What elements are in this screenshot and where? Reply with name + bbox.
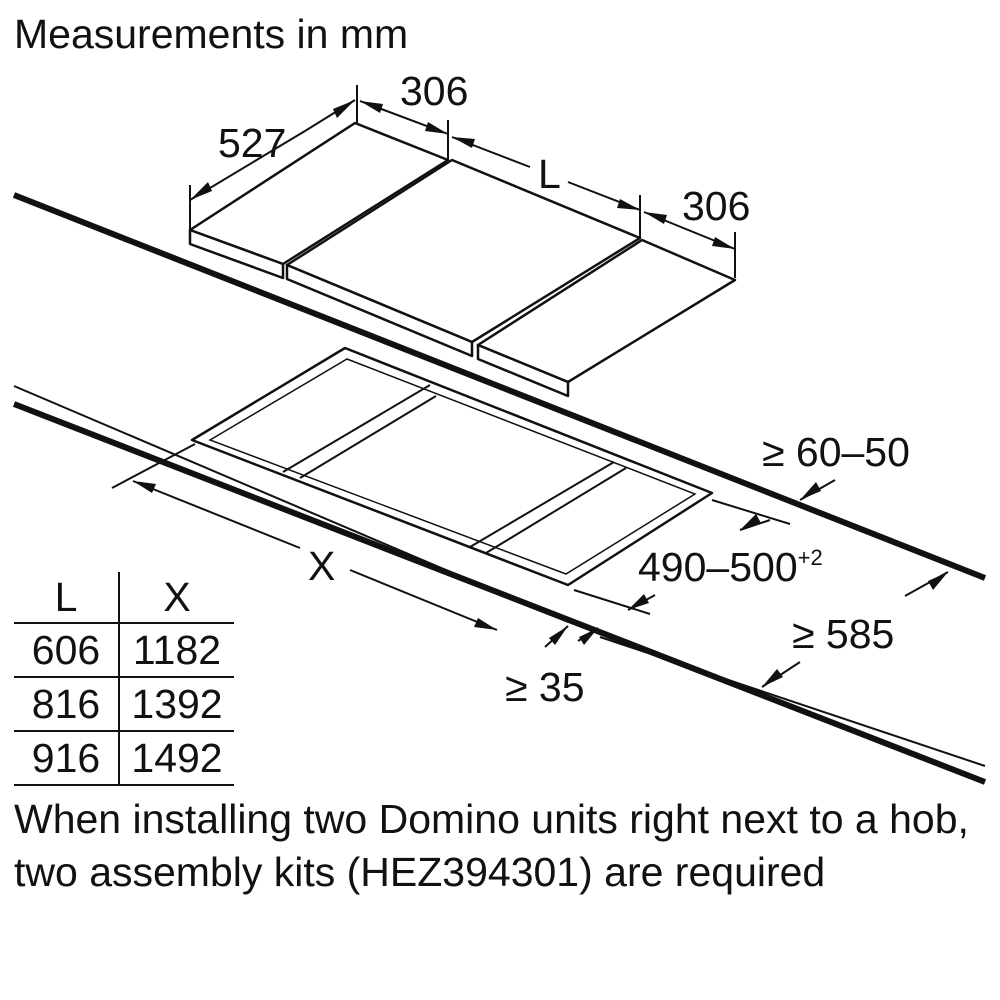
table-header-row: L X bbox=[14, 572, 234, 623]
size-table: L X 606 1182 816 1392 916 1492 bbox=[14, 572, 234, 786]
table-cell-l: 916 bbox=[14, 730, 120, 786]
table-header-x: X bbox=[163, 574, 191, 620]
dim-counter-depth-line bbox=[761, 571, 949, 688]
table-row: 606 1182 bbox=[14, 622, 234, 677]
worktop-front-edge-inner-right bbox=[599, 636, 986, 767]
table-row: 816 1392 bbox=[14, 676, 234, 731]
dim-clearance-arrow bbox=[799, 479, 836, 501]
dim-cutout-depth-value: 490–500 bbox=[638, 544, 798, 590]
dim-cutout-depth-line bbox=[573, 499, 791, 615]
dim-depth-line bbox=[189, 99, 356, 232]
table-cell-x: 1392 bbox=[119, 676, 234, 731]
dim-left-width-label: 306 bbox=[400, 68, 468, 114]
worktop-front-edge-inner bbox=[13, 385, 569, 623]
dim-edge-distance-arrows bbox=[544, 625, 599, 648]
dim-depth-label: 527 bbox=[218, 120, 286, 166]
table-cell-l: 606 bbox=[14, 622, 120, 677]
table-row: 916 1492 bbox=[14, 730, 234, 786]
worktop-back-edge bbox=[12, 192, 987, 581]
dim-counter-depth-label: ≥ 585 bbox=[792, 611, 894, 657]
cutout bbox=[190, 346, 714, 587]
table-cell-x: 1182 bbox=[119, 622, 234, 677]
dim-left-width-line bbox=[356, 85, 449, 162]
dim-cutout-depth-label: 490–500+2 bbox=[638, 544, 823, 590]
diagram-title: Measurements in mm bbox=[14, 11, 409, 57]
installation-note: When installing two Domino units right n… bbox=[14, 796, 969, 895]
table-cell-l: 816 bbox=[14, 676, 120, 731]
hob-middle-unit bbox=[285, 158, 642, 358]
dim-right-width-line bbox=[643, 211, 736, 278]
dim-edge-distance-label: ≥ 35 bbox=[505, 664, 585, 710]
table-cell-x: 1492 bbox=[119, 730, 234, 786]
dim-cutout-length-label: X bbox=[308, 543, 335, 589]
dim-cutout-length-line bbox=[111, 443, 498, 631]
dim-middle-width-label: L bbox=[538, 151, 561, 197]
dim-middle-width-line bbox=[451, 136, 641, 238]
dim-cutout-depth-tolerance: +2 bbox=[798, 545, 823, 570]
dim-right-width-label: 306 bbox=[682, 183, 750, 229]
dim-front-clearance-label: ≥ 60–50 bbox=[762, 429, 910, 475]
hob-right-unit bbox=[476, 238, 737, 398]
table-header-l: L bbox=[14, 572, 120, 623]
